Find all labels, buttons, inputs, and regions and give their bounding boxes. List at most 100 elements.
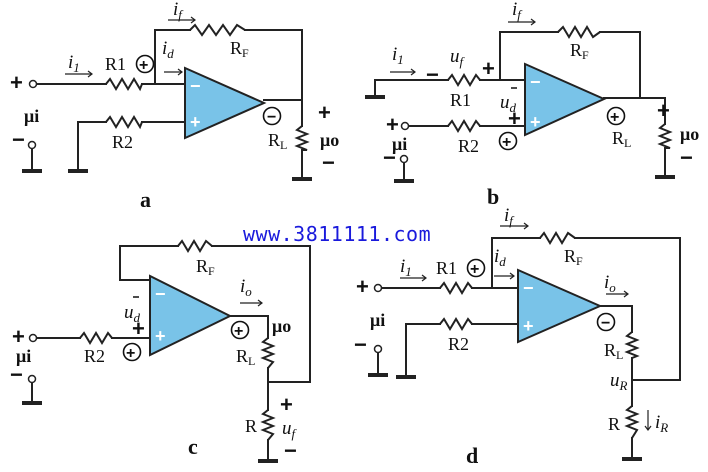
id-label: id: [494, 246, 506, 269]
panel-a: − + + − i1 R1 + if id RF R2 RL μi μo + −…: [10, 0, 339, 212]
panel-letter: b: [487, 184, 499, 209]
output-plus: +: [318, 100, 331, 125]
ud-plus: +: [132, 316, 145, 341]
i1-label: i1: [392, 44, 404, 67]
inverting-input-sign: −: [523, 278, 534, 298]
input-wire: [374, 79, 449, 97]
r1-resistor: [447, 73, 481, 87]
r1-label: R1: [105, 54, 126, 74]
mu-o-label: μo: [272, 316, 291, 336]
ur-label: uR: [610, 370, 628, 393]
r-label: R: [608, 414, 620, 434]
uf-minus: −: [426, 62, 439, 87]
output-minus: −: [680, 145, 693, 170]
r2-resistor: [105, 115, 143, 130]
circled-minus-indicator: −: [262, 106, 282, 126]
if-label: if: [512, 0, 523, 22]
ud-label: ud: [500, 92, 517, 115]
svg-text:−: −: [267, 109, 276, 126]
input-terminal: [400, 121, 410, 131]
r-resistor: [260, 409, 276, 441]
feedback-left-wire: [499, 31, 559, 81]
svg-text:+: +: [139, 57, 148, 74]
mu-i-label: μi: [16, 346, 31, 366]
rf-resistor: [189, 23, 246, 37]
circled-minus-indicator: −: [596, 312, 616, 332]
r1-resistor: [439, 281, 473, 295]
rf-resistor: [539, 231, 576, 245]
mu-o-label: μo: [320, 130, 339, 150]
input-terminal: [28, 79, 38, 89]
rf-label: RF: [196, 256, 215, 278]
input-terminal: [373, 283, 383, 293]
noninverting-input-sign: +: [523, 316, 534, 336]
io-label: io: [604, 272, 616, 295]
if-arrowhead: [523, 222, 529, 230]
output-plus: +: [657, 98, 670, 123]
uf-plus: +: [482, 56, 495, 81]
r2-label: R2: [84, 346, 105, 366]
inverting-input-sign: −: [190, 76, 201, 96]
rl-label: RL: [604, 340, 623, 362]
i1-arrowhead: [87, 70, 93, 78]
input-minus: −: [354, 332, 367, 357]
input-terminal: [27, 374, 37, 384]
panel-letter: d: [466, 443, 478, 468]
if-arrowhead: [190, 16, 196, 24]
uf-minus: −: [284, 438, 297, 463]
if-arrowhead: [530, 18, 536, 26]
feedback-left-wire: [119, 245, 179, 281]
circled-plus-indicator: +: [466, 258, 486, 278]
input-minus: −: [383, 145, 396, 170]
noninverting-input-sign: +: [155, 326, 166, 346]
watermark-url: www.3811111.com: [243, 222, 432, 246]
rf-resistor: [557, 25, 601, 39]
r1-label: R1: [450, 90, 471, 110]
inverting-input-sign: −: [530, 72, 541, 92]
svg-text:−: −: [601, 315, 610, 332]
rl-resistor: [657, 123, 673, 149]
r1-label: R1: [436, 258, 457, 278]
rl-resistor: [260, 337, 276, 369]
input-terminal: [373, 344, 383, 354]
input-plus: +: [356, 274, 369, 299]
input-terminal: [399, 154, 409, 164]
rf-label: RF: [564, 246, 583, 268]
panel-d: − + + i1 R1 + if id RF io − R2 μi − RL u…: [354, 205, 681, 468]
r-resistor: [624, 405, 640, 439]
io-arrowhead: [257, 299, 263, 307]
r2-label: R2: [448, 334, 469, 354]
feedback-right-wire: [244, 29, 303, 101]
feedback-right-wire: [599, 31, 641, 99]
if-label: if: [173, 0, 184, 22]
output-minus: −: [322, 150, 335, 175]
feedback-left-wire: [491, 237, 541, 289]
id-label: id: [162, 38, 174, 61]
ud-plus: +: [508, 106, 521, 131]
r-label: R: [245, 416, 257, 436]
mu-o-label: μo: [680, 124, 699, 144]
r2-resistor: [439, 317, 473, 331]
output-wire: [603, 97, 666, 125]
rf-resistor: [177, 239, 213, 253]
op-amp: [517, 268, 603, 344]
circled-plus-indicator: +: [135, 54, 155, 74]
i1-label: i1: [68, 52, 80, 75]
io-label: io: [240, 276, 252, 299]
mu-i-label: μi: [24, 106, 39, 126]
i1-label: i1: [400, 256, 412, 279]
input-minus: −: [10, 362, 23, 387]
i1-arrowhead: [410, 68, 416, 76]
input-terminal: [28, 333, 38, 343]
rl-resistor: [624, 331, 640, 359]
input-minus: −: [12, 127, 25, 152]
rl-label: RL: [236, 346, 255, 368]
circled-plus-indicator: +: [498, 131, 518, 151]
op-amp: [149, 274, 233, 357]
inverting-input-sign: −: [155, 284, 166, 304]
r1-resistor: [105, 77, 143, 92]
svg-text:+: +: [234, 323, 243, 340]
svg-text:+: +: [502, 134, 511, 151]
op-amp: [524, 62, 607, 137]
